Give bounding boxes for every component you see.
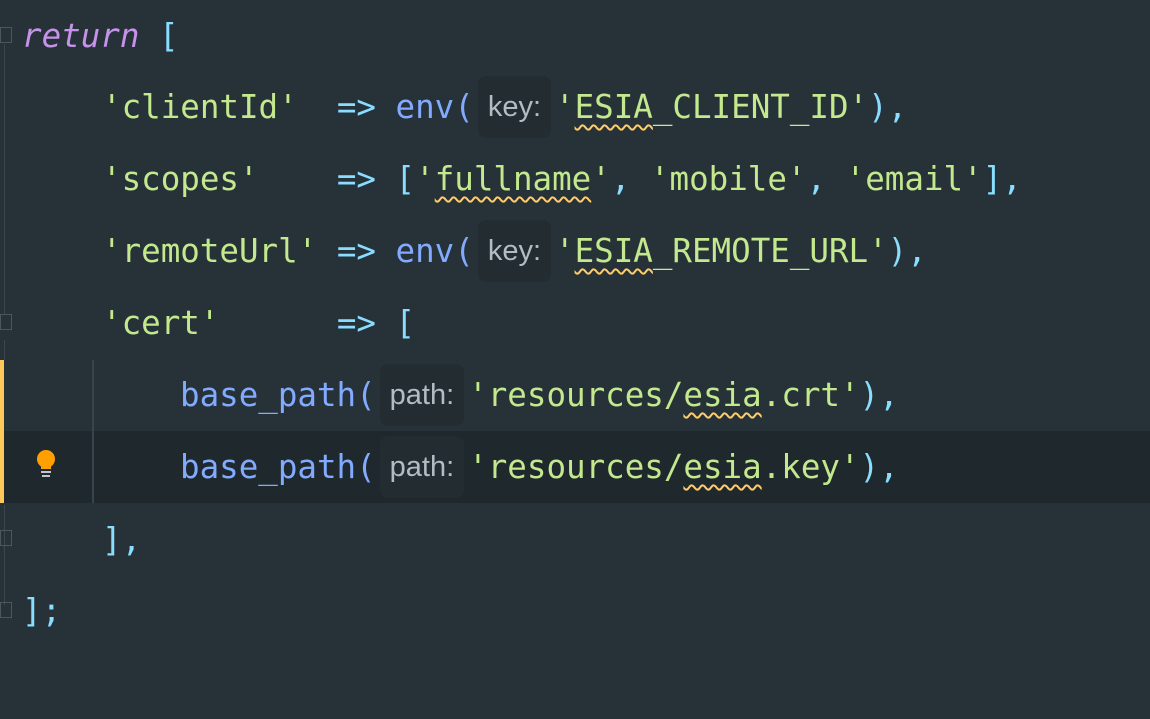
function-call: base_path( — [180, 376, 376, 414]
parameter-hint: path: — [379, 436, 465, 498]
parameter-hint: key: — [477, 76, 551, 138]
code-line-6[interactable]: base_path(path:'resources/esia.crt'), — [0, 359, 1150, 431]
array-key: 'cert' — [102, 304, 220, 342]
comma: , — [806, 160, 846, 198]
code-line-9[interactable]: ]; — [0, 575, 1150, 647]
spelling-warning[interactable]: ESIA — [574, 232, 653, 270]
fold-guide — [4, 505, 5, 605]
string: _CLIENT_ID' — [652, 88, 869, 126]
fold-icon[interactable] — [0, 602, 12, 618]
string: .key' — [761, 448, 860, 486]
bracket: [ — [395, 160, 416, 198]
string: 'resources/ — [468, 376, 684, 414]
function-call: env( — [395, 232, 474, 270]
spelling-warning[interactable]: ESIA — [574, 88, 653, 126]
parameter-hint: path: — [379, 364, 465, 426]
lightbulb-icon[interactable] — [34, 449, 58, 479]
keyword: return — [22, 17, 140, 55]
arrow-operator: => — [336, 160, 376, 198]
arrow-operator: => — [336, 304, 376, 342]
string: 'resources/ — [468, 448, 684, 486]
bracket: ]; — [22, 592, 62, 630]
bracket: [ — [395, 304, 416, 342]
bracket: ], — [102, 521, 142, 559]
arrow-operator: => — [336, 232, 376, 270]
bracket: ], — [982, 160, 1022, 198]
fold-icon[interactable] — [0, 530, 12, 546]
fold-guide — [4, 340, 5, 360]
array-key: 'scopes' — [102, 160, 259, 198]
spacing — [298, 88, 337, 126]
parameter-hint: key: — [477, 220, 551, 282]
string: ' — [555, 88, 575, 126]
indent-guide — [92, 360, 94, 503]
code-line-5[interactable]: 'cert' => [ — [0, 287, 1150, 359]
bracket: ), — [859, 448, 899, 486]
arrow-operator: => — [336, 88, 376, 126]
code-line-3[interactable]: 'scopes' => ['fullname', 'mobile', 'emai… — [0, 143, 1150, 215]
bracket: [ — [158, 17, 179, 55]
bracket: ), — [887, 232, 927, 270]
fold-icon[interactable] — [0, 314, 12, 330]
bracket: ), — [868, 88, 908, 126]
string: 'mobile' — [649, 160, 807, 198]
comma: , — [610, 160, 650, 198]
spacing — [219, 304, 336, 342]
spelling-warning[interactable]: esia — [683, 448, 762, 486]
code-line-2[interactable]: 'clientId' => env(key:'ESIA_CLIENT_ID'), — [0, 71, 1150, 143]
spelling-warning[interactable]: fullname — [434, 160, 592, 198]
spelling-warning[interactable]: esia — [683, 376, 762, 414]
array-key: 'remoteUrl' — [102, 232, 318, 270]
spacing — [259, 160, 337, 198]
code-line-7-current[interactable]: base_path(path:'resources/esia.key'), — [0, 431, 1150, 503]
fold-guide — [4, 44, 5, 314]
fold-icon[interactable] — [0, 27, 12, 43]
array-key: 'clientId' — [102, 88, 298, 126]
code-line-1[interactable]: return [ — [0, 0, 1150, 72]
string: ' — [555, 232, 575, 270]
spacing — [317, 232, 337, 270]
code-line-8[interactable]: ], — [0, 504, 1150, 576]
string: ' — [415, 160, 435, 198]
string: ' — [591, 160, 611, 198]
vcs-modified-marker[interactable] — [0, 360, 4, 503]
string: 'email' — [845, 160, 983, 198]
function-call: env( — [395, 88, 474, 126]
function-call: base_path( — [180, 448, 376, 486]
string: _REMOTE_URL' — [652, 232, 888, 270]
code-line-4[interactable]: 'remoteUrl' => env(key:'ESIA_REMOTE_URL'… — [0, 215, 1150, 287]
string: .crt' — [761, 376, 860, 414]
bracket: ), — [859, 376, 899, 414]
